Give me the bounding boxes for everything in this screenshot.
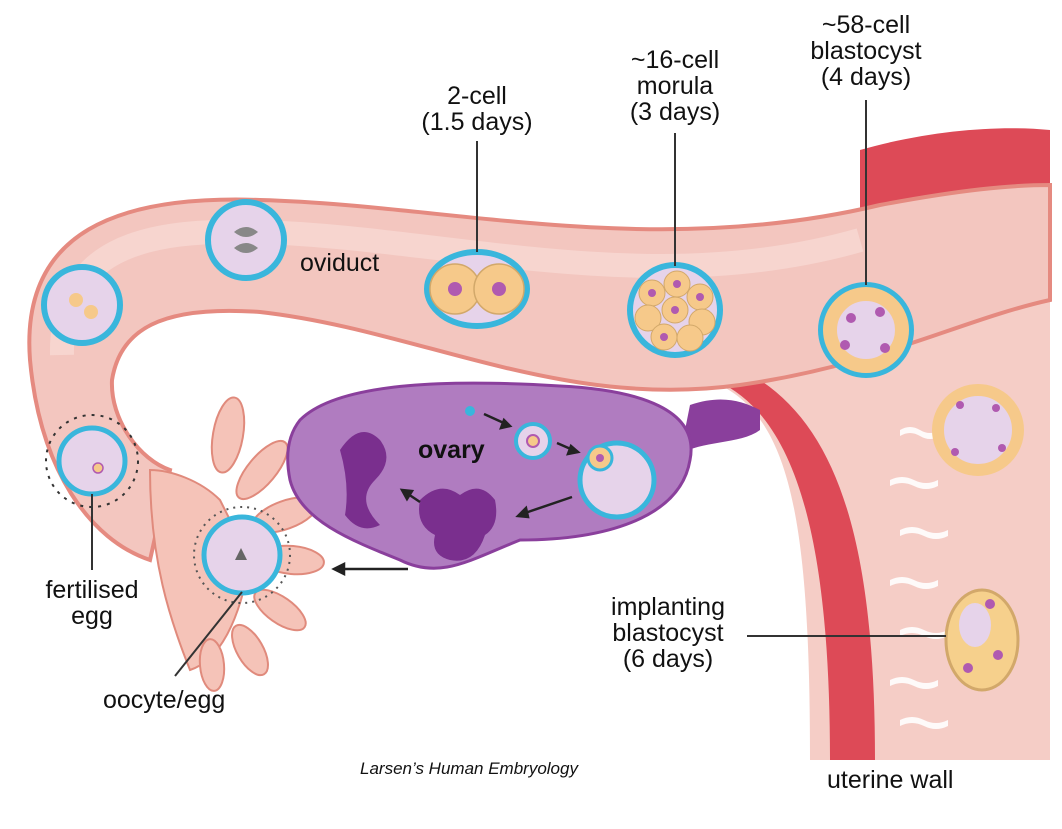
corpus-albicans <box>419 488 497 561</box>
two-cell-line1: 2-cell <box>447 82 507 110</box>
blastocyst-line1: ~58-cell <box>821 11 911 39</box>
follicle-primary <box>465 406 552 460</box>
oviduct-label: oviduct <box>300 249 380 277</box>
two-cell-label: 2-cell (1.5 days) <box>392 83 562 135</box>
source-credit: Larsen’s Human Embryology <box>360 759 578 778</box>
zygote-cell <box>205 199 287 281</box>
morula-label: ~16-cell morula (3 days) <box>595 47 755 125</box>
fertilised-egg-cell <box>45 414 139 508</box>
uterine-glands <box>890 427 948 729</box>
fertilised-egg-line1: fertilised <box>45 576 139 604</box>
oocyte-label: oocyte/egg <box>103 686 226 714</box>
ovary-label: ovary <box>418 436 485 464</box>
blastocyst-embryo <box>818 282 914 378</box>
implanting-blastocyst-label: implanting blastocyst (6 days) <box>588 594 748 672</box>
two-cell-line2: (1.5 days) <box>421 108 533 136</box>
implanting-line3: (6 days) <box>622 645 714 673</box>
ovary-arrows <box>331 412 581 577</box>
blastocyst-line3: (4 days) <box>820 63 912 91</box>
implanting-line2: blastocyst <box>612 619 724 647</box>
morula-line1: ~16-cell <box>630 46 720 74</box>
corpus-luteum <box>340 432 387 529</box>
ovary <box>286 381 760 577</box>
morula-line2: morula <box>636 72 714 100</box>
hatched-blastocyst <box>932 384 1024 476</box>
implanting-line1: implanting <box>611 593 725 621</box>
leader-lines <box>91 100 946 677</box>
pronuclear-cell <box>41 264 123 346</box>
follicle-mature <box>577 440 657 520</box>
implanting-blastocyst-cell <box>944 588 1020 692</box>
two-cell-embryo <box>424 249 530 329</box>
blastocyst-line2: blastocyst <box>810 37 922 65</box>
fertilised-egg-line2: egg <box>71 602 113 630</box>
morula-line3: (3 days) <box>629 98 721 126</box>
blastocyst-label: ~58-cell blastocyst (4 days) <box>781 12 951 90</box>
uterine-wall-label: uterine wall <box>827 766 954 794</box>
fertilised-egg-label: fertilised egg <box>22 577 162 629</box>
morula-embryo <box>627 262 723 358</box>
